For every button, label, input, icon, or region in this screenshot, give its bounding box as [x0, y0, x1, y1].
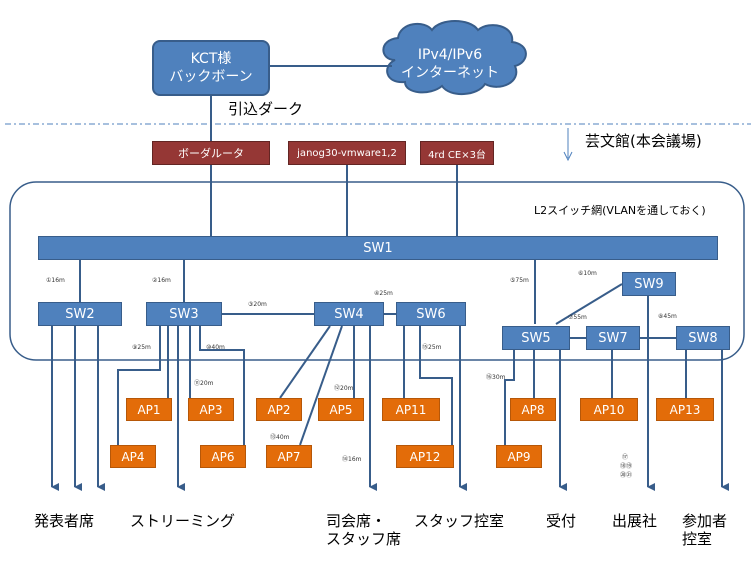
cable-label: ⑪20m [194, 380, 214, 387]
switch-sw4: SW4 [314, 302, 384, 326]
cable-label: ⑫20m [334, 385, 354, 392]
destination-chair-line1: 司会席・ [326, 512, 387, 530]
4rd-ce-device: 4rd CE×3台 [420, 141, 494, 165]
access-point-ap9: AP9 [496, 445, 542, 468]
destination-streaming: ストリーミング [130, 512, 236, 530]
cable-label: ①16m [46, 277, 65, 284]
janog-vmware-server: janog30-vmware1,2 [288, 141, 406, 165]
cable-label: ⑰ [622, 454, 629, 461]
switch-sw3: SW3 [146, 302, 222, 326]
access-point-ap6: AP6 [200, 445, 246, 468]
cable-label: ⑭16m [342, 456, 362, 463]
kct-backbone-box: KCT様 バックボーン [152, 40, 270, 96]
destination-chair-line2: スタッフ席 [326, 530, 402, 548]
cable-label: ⑨25m [132, 344, 151, 351]
l2-network-label: L2スイッチ網(VLANを通しておく) [534, 204, 706, 217]
internet-label: IPv4/IPv6 インターネット [390, 46, 510, 82]
switch-sw1: SW1 [38, 236, 718, 260]
backbone-line1: KCT様 [190, 51, 232, 67]
cable-label: ⑮25m [422, 344, 442, 351]
access-point-ap7: AP7 [266, 445, 312, 468]
fiber-label: 引込ダーク [228, 100, 304, 118]
cable-label: ⑩40m [206, 344, 225, 351]
destination-chair: 司会席・ スタッフ席 [326, 512, 401, 548]
access-point-ap5: AP5 [318, 398, 364, 421]
destination-staff-room: スタッフ控室 [414, 512, 505, 530]
access-point-ap11: AP11 [382, 398, 440, 421]
access-point-ap1: AP1 [126, 398, 172, 421]
destination-exhibitor: 出展社 [612, 512, 658, 530]
access-point-ap13: AP13 [656, 398, 714, 421]
access-point-ap12: AP12 [396, 445, 454, 468]
switch-sw9: SW9 [622, 272, 676, 296]
cable-label: ⑯30m [486, 374, 506, 381]
internet-line1: IPv4/IPv6 [417, 47, 483, 63]
cable-label: ⑱⑲ [620, 463, 633, 470]
destination-reception: 受付 [546, 512, 577, 530]
cable-label: ⑧45m [658, 313, 677, 320]
backbone-line2: バックボーン [169, 69, 253, 85]
switch-sw6: SW6 [396, 302, 466, 326]
destination-participant: 参加者 控室 [682, 512, 727, 548]
destination-participant-line2: 控室 [682, 530, 713, 548]
cable-label: ⑳㉑ [620, 472, 633, 479]
destination-speaker: 発表者席 [34, 512, 95, 530]
cable-label: ⑤75m [510, 277, 529, 284]
cable-label: ④25m [374, 290, 393, 297]
switch-sw2: SW2 [38, 302, 122, 326]
switch-sw8: SW8 [676, 326, 730, 350]
cable-label: ②16m [152, 277, 171, 284]
access-point-ap4: AP4 [110, 445, 156, 468]
switch-sw7: SW7 [586, 326, 640, 350]
cable-label: ⑥10m [578, 270, 597, 277]
venue-label: 芸文館(本会議場) [585, 132, 702, 150]
cable-label: ⑦55m [568, 314, 587, 321]
access-point-ap8: AP8 [510, 398, 556, 421]
internet-cloud [382, 20, 527, 95]
cable-label: ⑬40m [270, 434, 290, 441]
internet-line2: インターネット [401, 65, 499, 81]
access-point-ap3: AP3 [188, 398, 234, 421]
destination-participant-line1: 参加者 [682, 512, 728, 530]
access-point-ap10: AP10 [580, 398, 638, 421]
border-router: ボーダルータ [152, 141, 270, 165]
cable-label: ③20m [248, 301, 267, 308]
l2-switch-region [9, 181, 745, 361]
connection-lines [51, 65, 729, 491]
access-point-ap2: AP2 [256, 398, 302, 421]
switch-sw5: SW5 [502, 326, 570, 350]
